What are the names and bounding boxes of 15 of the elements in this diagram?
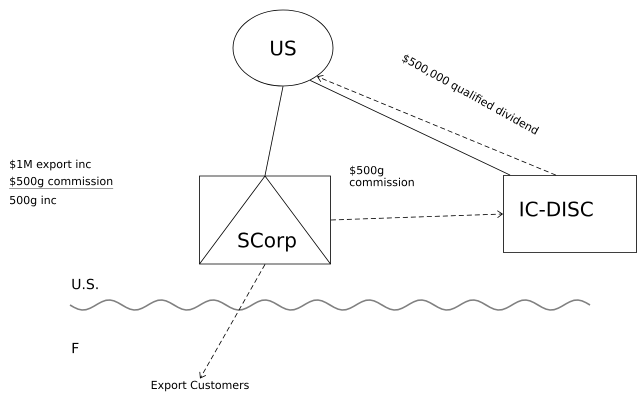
connector (330, 210, 504, 220)
note-text: $1M export inc (10, 160, 91, 170)
ellipse-node: US (232, 10, 334, 86)
connector (199, 264, 266, 379)
destination-label: Export Customers (152, 380, 249, 392)
note-text: 500g inc (10, 196, 56, 206)
note-text: F (72, 342, 78, 354)
note-text: $500g commission (9, 176, 114, 189)
note-text: U.S. (72, 278, 98, 290)
edge-label: $500g commission (350, 166, 414, 186)
connector (264, 86, 284, 176)
corporation-box: SCorp (199, 175, 331, 264)
entity-box: IC-DISC (503, 175, 637, 253)
connector (316, 74, 556, 176)
connector (310, 80, 510, 176)
